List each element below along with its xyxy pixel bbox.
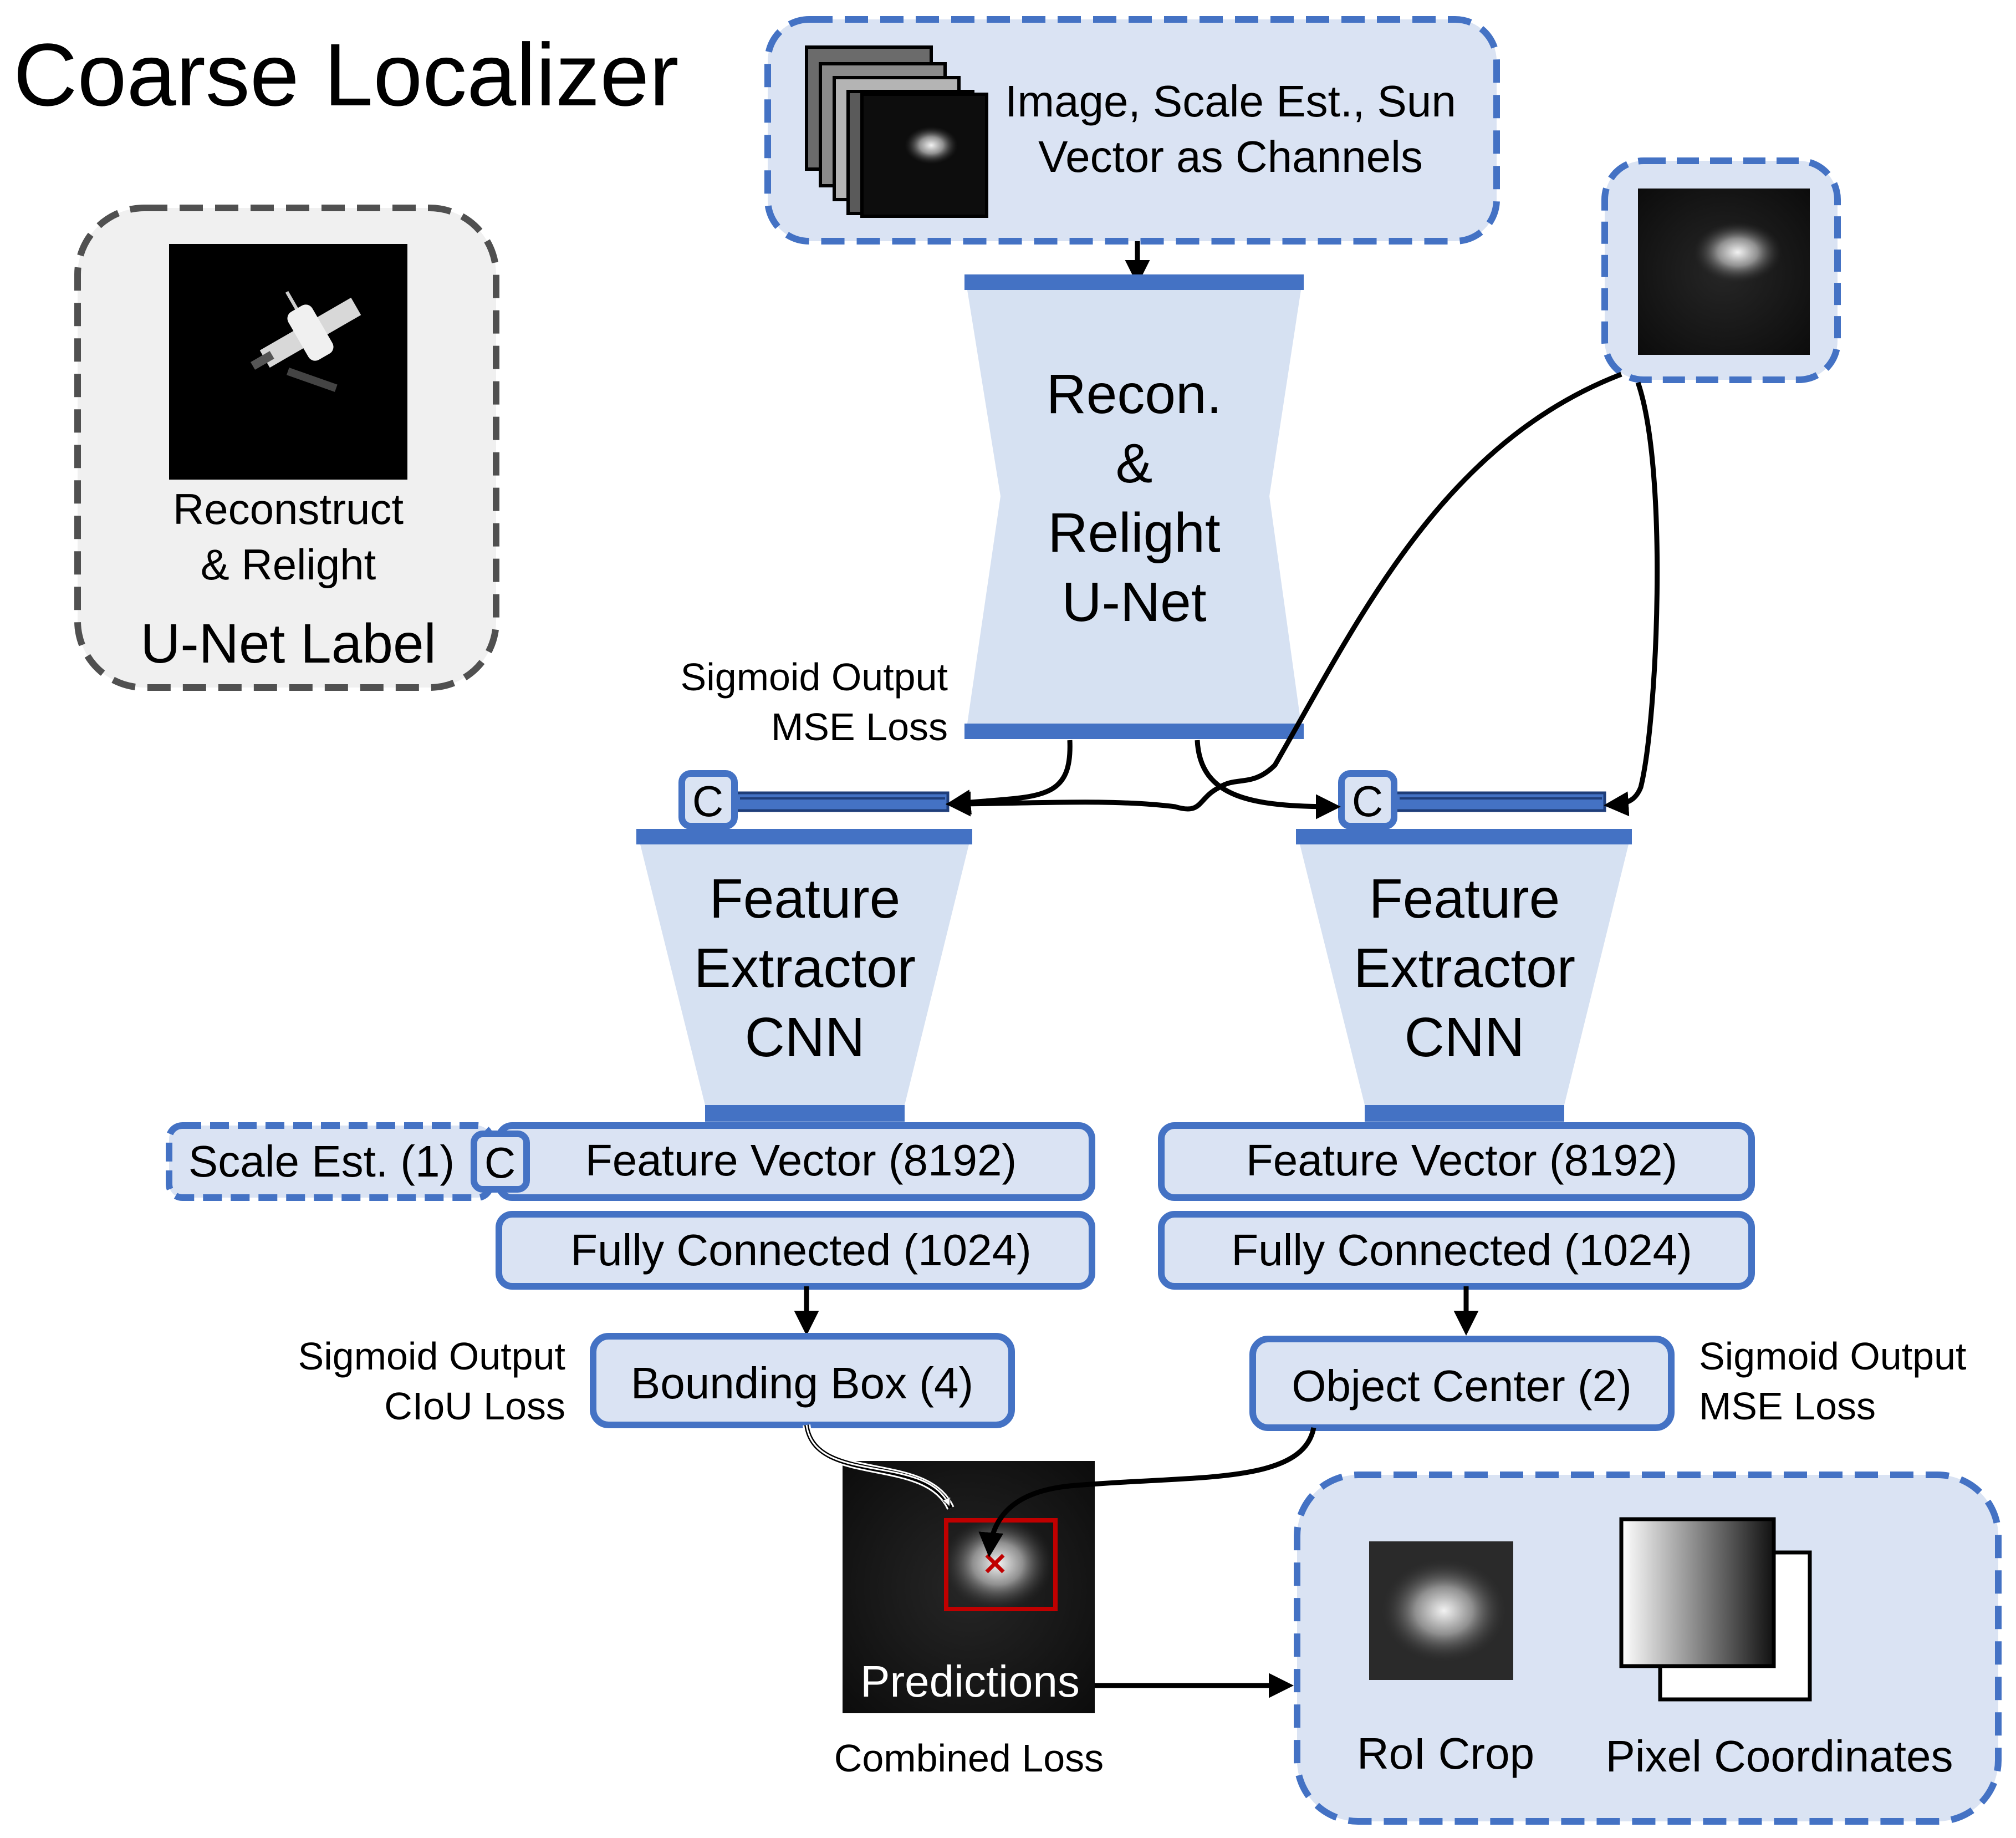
right-extractor-title-2: Extractor xyxy=(1354,937,1575,999)
right-feature-vector-label: Feature Vector (8192) xyxy=(1246,1136,1677,1185)
object-center-output xyxy=(1249,1336,1675,1431)
result-box: RoI Crop Pixel Coordinates xyxy=(1294,1472,2002,1825)
right-fully-connected-box xyxy=(1158,1211,1755,1290)
combined-loss-label: Combined Loss xyxy=(834,1737,1104,1780)
bounding-box-output xyxy=(590,1333,1015,1428)
relit-label-box xyxy=(1601,157,1841,383)
pixel-coordinates-icon xyxy=(1619,1517,1812,1702)
left-branch-layers: Scale Est. (1) Feature Vector (8192) C F… xyxy=(166,1122,1095,1428)
arrow-center-to-predictions xyxy=(978,1427,1316,1557)
channel-stack xyxy=(805,45,988,218)
left-feature-vector-label: Feature Vector (8192) xyxy=(585,1136,1017,1185)
scale-concat-symbol: C xyxy=(484,1138,516,1187)
left-fully-connected-box xyxy=(496,1211,1095,1290)
unet-title-4: U-Net xyxy=(1061,571,1206,633)
page-title: Coarse Localizer xyxy=(13,25,679,124)
unet-title-3: Relight xyxy=(1048,502,1220,564)
left-loss-2: CIoU Loss xyxy=(384,1384,565,1428)
concat-left: C xyxy=(678,770,950,829)
unet-label-caption-1: Reconstruct xyxy=(173,485,404,533)
concat-right: C xyxy=(1338,770,1606,829)
unet-label-legend: Reconstruct & Relight U-Net Label xyxy=(74,205,499,691)
input-box: Image, Scale Est., Sun Vector as Channel… xyxy=(764,16,1500,245)
scale-est-label: Scale Est. (1) xyxy=(188,1137,455,1186)
input-label-2: Vector as Channels xyxy=(1038,132,1423,181)
left-extractor-title-1: Feature xyxy=(710,868,901,930)
left-loss-1: Sigmoid Output xyxy=(298,1335,565,1378)
predictions-panel: Predictions xyxy=(843,1461,1095,1713)
right-extractor-title-1: Feature xyxy=(1369,868,1560,930)
predicted-center-icon xyxy=(985,1554,1005,1574)
right-extractor-title-3: CNN xyxy=(1405,1006,1525,1068)
unet-connections xyxy=(946,371,1660,819)
right-loss-2: MSE Loss xyxy=(1699,1384,1876,1428)
left-fully-connected-label: Fully Connected (1024) xyxy=(570,1225,1032,1275)
scale-concat-box xyxy=(471,1131,530,1193)
unet-label-name: U-Net Label xyxy=(140,613,436,675)
concat-left-symbol: C xyxy=(692,777,723,826)
unet-label-image xyxy=(169,244,407,480)
right-loss-1: Sigmoid Output xyxy=(1699,1335,1966,1378)
unet-loss-2: MSE Loss xyxy=(771,705,948,749)
left-extractor-title-3: CNN xyxy=(745,1006,865,1068)
roi-crop-label: RoI Crop xyxy=(1357,1729,1534,1778)
pixel-coordinates-label: Pixel Coordinates xyxy=(1606,1732,1953,1781)
input-label-1: Image, Scale Est., Sun xyxy=(1005,77,1456,126)
bounding-box-label: Bounding Box (4) xyxy=(631,1358,973,1408)
right-fully-connected-label: Fully Connected (1024) xyxy=(1231,1225,1692,1275)
right-branch-layers: Feature Vector (8192) Fully Connected (1… xyxy=(1158,1122,1966,1431)
predictions-label: Predictions xyxy=(860,1657,1080,1706)
unet-title-2: & xyxy=(1116,432,1153,495)
object-center-label: Object Center (2) xyxy=(1292,1361,1632,1411)
unet-title-1: Recon. xyxy=(1047,363,1222,425)
left-extractor-title-2: Extractor xyxy=(694,937,916,999)
left-feature-extractor: Feature Extractor CNN xyxy=(636,829,972,1122)
unet-block: Recon. & Relight U-Net xyxy=(964,274,1304,739)
right-feature-extractor: Feature Extractor CNN xyxy=(1296,829,1632,1122)
unet-label-caption-2: & Relight xyxy=(201,540,376,589)
concat-right-symbol: C xyxy=(1352,777,1383,826)
right-feature-vector-box xyxy=(1158,1122,1755,1201)
satellite-icon xyxy=(251,291,361,392)
unet-loss-1: Sigmoid Output xyxy=(681,655,948,699)
